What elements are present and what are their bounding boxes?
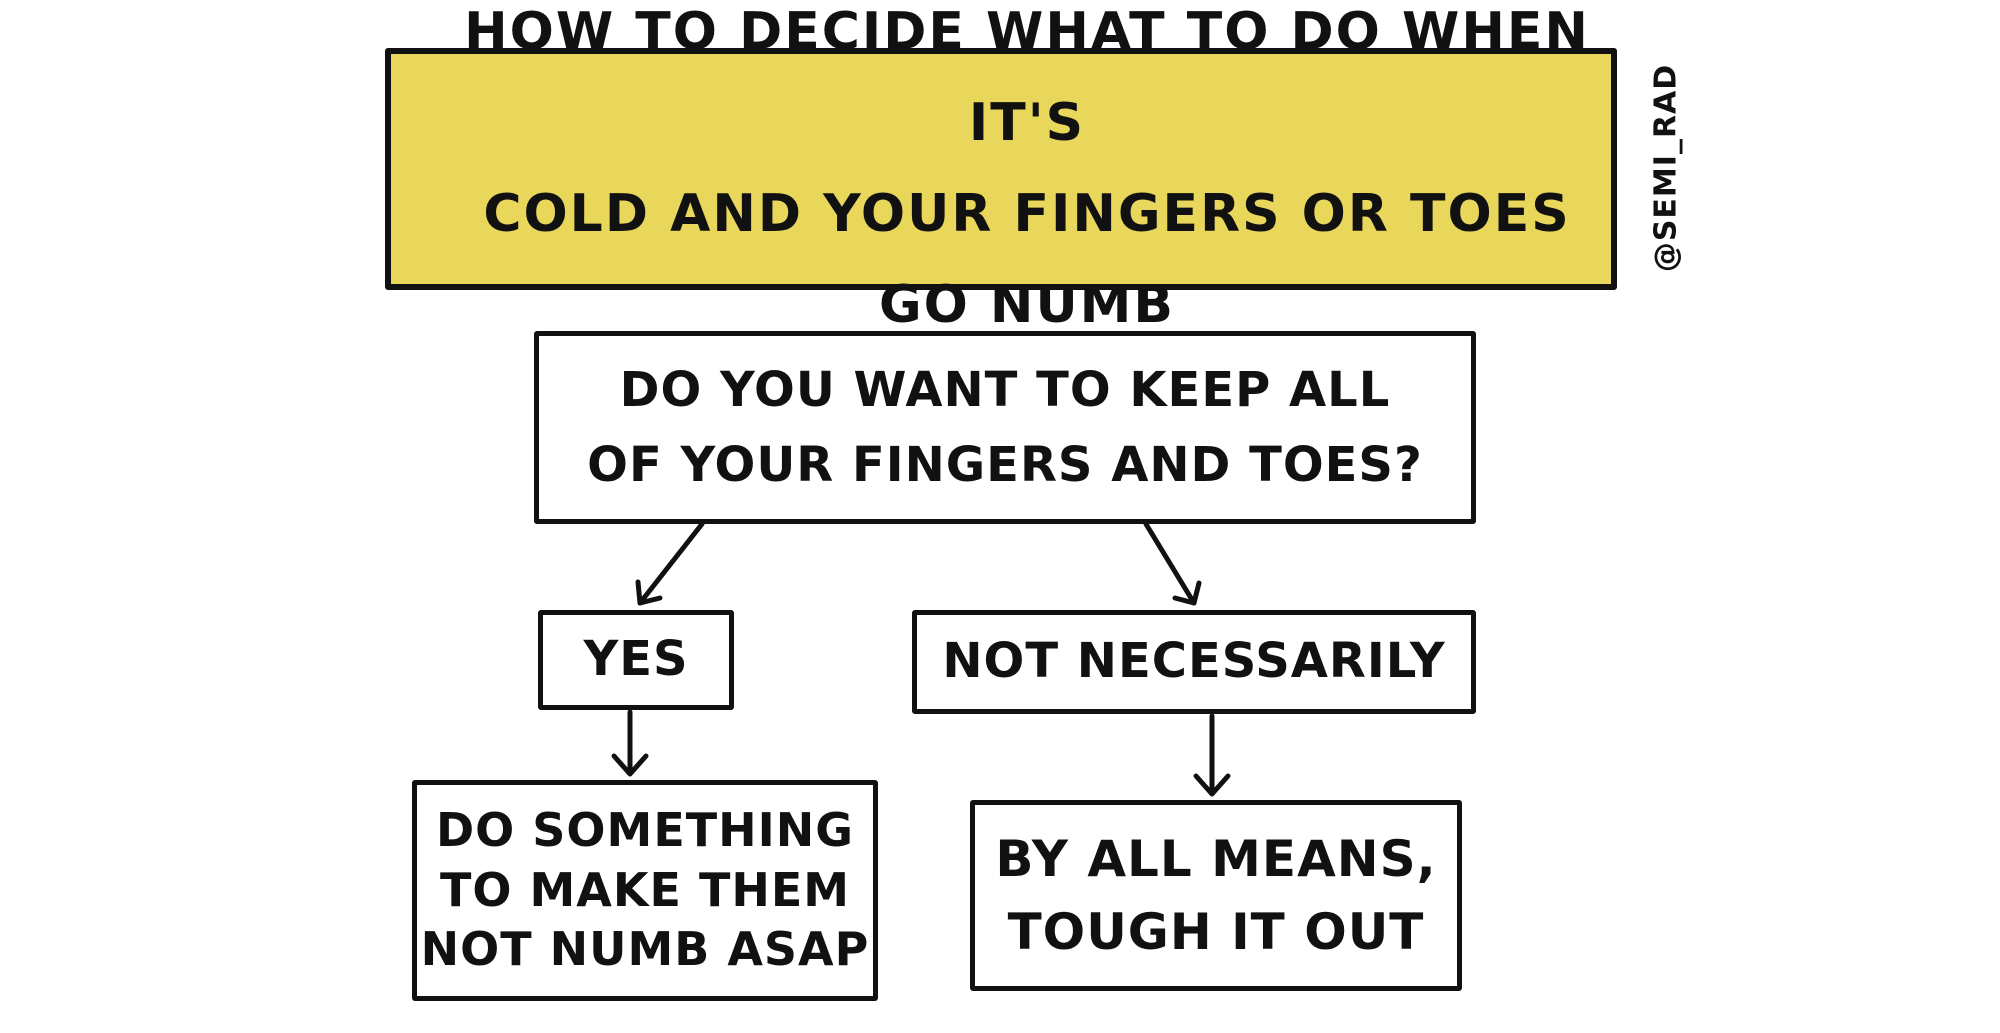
- title-box: HOW TO DECIDE WHAT TO DO WHEN IT'S COLD …: [385, 2, 1617, 335]
- outcome-yes-line-2: TO MAKE THEM: [439, 862, 851, 917]
- answer-yes-box: YES: [538, 610, 734, 710]
- outcome-yes-line-3: NOT NUMB ASAP: [420, 922, 870, 977]
- arrow-question-to-no: [1143, 521, 1202, 606]
- answer-no-box: NOT NECESSARILY: [912, 610, 1476, 714]
- question-line-1: DO YOU WANT TO KEEP ALL: [619, 362, 1391, 419]
- arrow-no-to-outcome: [1193, 713, 1231, 797]
- outcome-no-line-2: TOUGH IT OUT: [1007, 902, 1425, 961]
- arrow-yes-to-outcome: [611, 709, 649, 777]
- arrow-question-to-yes: [635, 521, 705, 606]
- outcome-no-box: BY ALL MEANS, TOUGH IT OUT: [970, 800, 1462, 991]
- outcome-yes-box: DO SOMETHING TO MAKE THEM NOT NUMB ASAP: [412, 780, 878, 1001]
- answer-yes-label: YES: [583, 631, 689, 688]
- outcome-yes-line-1: DO SOMETHING: [436, 802, 854, 857]
- answer-no-label: NOT NECESSARILY: [942, 633, 1446, 690]
- question-box: DO YOU WANT TO KEEP ALL OF YOUR FINGERS …: [534, 331, 1476, 524]
- title-line-1: HOW TO DECIDE WHAT TO DO WHEN IT'S: [464, 2, 1590, 153]
- title-line-2: COLD AND YOUR FINGERS OR TOES GO NUMB: [483, 184, 1571, 335]
- question-line-2: OF YOUR FINGERS AND TOES?: [587, 436, 1423, 493]
- outcome-no-line-1: BY ALL MEANS,: [995, 830, 1437, 888]
